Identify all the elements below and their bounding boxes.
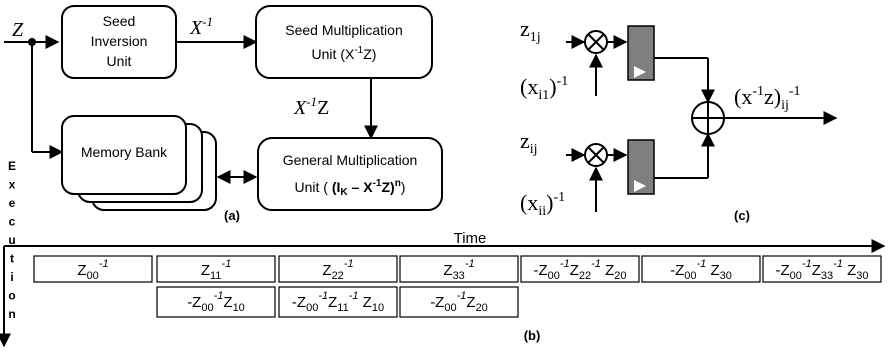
memory-bank-layer-1 [61,115,187,195]
schedule-cell [641,255,761,283]
seed-mult-line2: Unit (X-1Z) [312,45,377,62]
schedule-cell [399,286,519,318]
panel-c-caption: (c) [734,208,750,223]
register-bottom-clock-icon [634,180,646,192]
execution-letter: n [8,307,15,321]
execution-letter: o [8,289,15,303]
schedule-cell [156,286,276,318]
register-top-clock-icon [634,66,646,78]
gen-mult-line1: General Multiplication [283,152,418,168]
seed-inversion-line1: Seed [103,13,136,29]
schedule-cell [156,255,276,283]
memory-bank-label: Memory Bank [81,144,168,160]
cell-neg-z00inv-z22inv-z20: -Z00-1Z22-1 Z20 [534,258,627,282]
xii-inverse-label: (xii)-1 [520,190,565,219]
xi1-inverse-label: (xi1)-1 [520,74,568,103]
schedule-row-1: Z00-1 Z11-1 Z22-1 Z33-1 -Z00-1Z22-1 Z20 … [33,255,882,283]
schedule-cell [278,286,398,318]
execution-letter: t [10,252,14,266]
z1j-label: z1j [520,16,541,45]
cell-z22-inv: Z22-1 [322,258,353,282]
panel-b-caption: (b) [524,328,541,343]
schedule-cell [278,255,398,283]
execution-letter: x [9,178,16,192]
schedule-cell [399,255,519,283]
panel-a-caption: (a) [224,208,240,223]
execution-letter: i [10,270,13,284]
execution-letter: u [8,233,15,247]
seed-inversion-line2: Inversion [91,33,148,49]
output-label: (x-1z)ij-1 [734,84,801,113]
time-axis-label: Time [454,230,487,247]
zij-label: zij [520,128,538,157]
multiplier-top-cross-b [587,33,605,51]
gen-mult-line2: Unit ( (IK – X-1Z)n) [295,178,406,198]
x-inverse-z-label: X-1Z [293,94,329,119]
seed-inversion-line3: Unit [107,53,132,69]
seed-multiplication-unit-box [255,5,433,79]
multiplier-bottom-cross-b [587,146,605,164]
schedule-cell [762,255,882,283]
schedule-cell [520,255,640,283]
general-multiplication-unit-box [257,137,443,211]
execution-letter: E [8,159,16,173]
x-inverse-label: X-1 [189,14,213,39]
execution-letter: c [9,215,16,229]
schedule-row-2: -Z00-1Z10 -Z00-1Z11-1 Z10 -Z00-1Z20 [156,286,519,318]
execution-letter: e [9,196,16,210]
input-z-label: Z [12,19,24,41]
panel-c: z1j (xi1)-1 zij (xii)-1 (x-1z)ij-1 (c) [520,16,838,223]
seed-mult-line1: Seed Multiplication [285,22,403,38]
panel-a: Z Seed Inversion Unit X-1 Seed Multiplic… [4,5,443,223]
schedule-cell [33,255,153,283]
